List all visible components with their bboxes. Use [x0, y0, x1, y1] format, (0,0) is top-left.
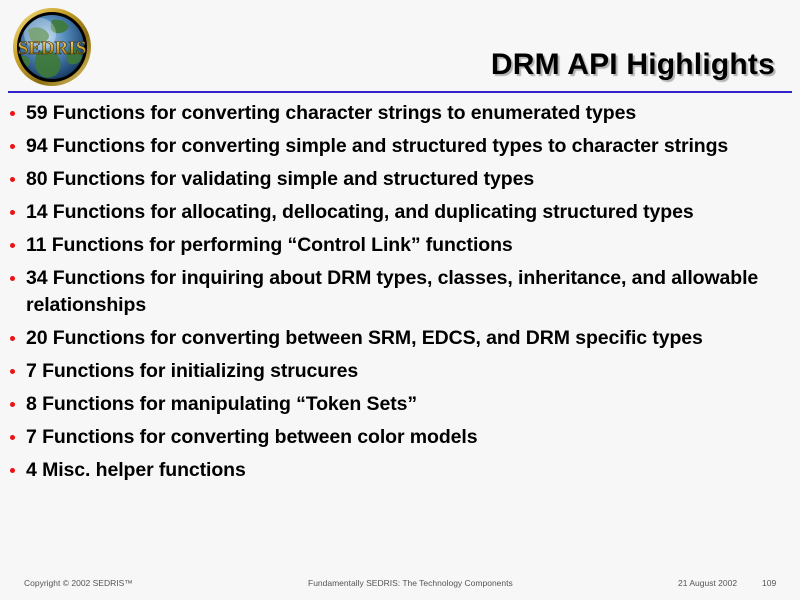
list-item-label: 11 Functions for performing “Control Lin… — [26, 234, 513, 256]
footer-date: 21 August 2002 — [678, 578, 738, 588]
slide-header: SEDRIS DRM API Highlights — [0, 0, 800, 94]
list-item-label: 7 Functions for converting between color… — [26, 426, 478, 448]
list-item: 59 Functions for converting character st… — [0, 100, 800, 127]
list-item-label: 59 Functions for converting character st… — [26, 102, 637, 124]
bullet-dot-icon — [0, 424, 26, 451]
list-item-label: 80 Functions for validating simple and s… — [26, 168, 535, 190]
page-title: DRM API Highlights — [490, 48, 775, 81]
title-underline-rule — [8, 91, 792, 93]
footer-page-number: 109 — [762, 578, 777, 588]
list-item: 94 Functions for converting simple and s… — [0, 133, 800, 160]
bullet-dot-icon — [0, 133, 26, 160]
list-item: 4 Misc. helper functions — [0, 457, 800, 484]
list-item: 34 Functions for inquiring about DRM typ… — [0, 265, 800, 319]
list-item-label: 7 Functions for initializing strucures — [26, 360, 359, 382]
bullet-list: 59 Functions for converting character st… — [0, 100, 800, 490]
bullet-dot-icon — [0, 391, 26, 418]
list-item-label: 8 Functions for manipulating “Token Sets… — [26, 393, 417, 415]
slide-footer: Copyright © 2002 SEDRIS™ Fundamentally S… — [0, 576, 800, 592]
sedris-wordmark: SEDRIS — [18, 38, 87, 59]
list-item: 14 Functions for allocating, dellocating… — [0, 199, 800, 226]
footer-presentation-title: Fundamentally SEDRIS: The Technology Com… — [308, 578, 513, 588]
sedris-globe-logo: SEDRIS — [8, 6, 96, 88]
bullet-dot-icon — [0, 325, 26, 352]
list-item-label: 4 Misc. helper functions — [26, 459, 246, 481]
bullet-dot-icon — [0, 457, 26, 484]
list-item: 7 Functions for initializing strucures — [0, 358, 800, 385]
bullet-dot-icon — [0, 232, 26, 259]
list-item-label: 34 Functions for inquiring about DRM typ… — [26, 267, 759, 316]
footer-copyright: Copyright © 2002 SEDRIS™ — [24, 578, 133, 588]
bullet-dot-icon — [0, 166, 26, 193]
bullet-dot-icon — [0, 100, 26, 127]
list-item-label: 94 Functions for converting simple and s… — [26, 135, 729, 157]
list-item: 20 Functions for converting between SRM,… — [0, 325, 800, 352]
list-item-label: 14 Functions for allocating, dellocating… — [26, 201, 694, 223]
bullet-dot-icon — [0, 265, 26, 292]
list-item: 80 Functions for validating simple and s… — [0, 166, 800, 193]
list-item: 7 Functions for converting between color… — [0, 424, 800, 451]
list-item: 11 Functions for performing “Control Lin… — [0, 232, 800, 259]
bullet-dot-icon — [0, 358, 26, 385]
list-item: 8 Functions for manipulating “Token Sets… — [0, 391, 800, 418]
bullet-dot-icon — [0, 199, 26, 226]
list-item-label: 20 Functions for converting between SRM,… — [26, 327, 703, 349]
